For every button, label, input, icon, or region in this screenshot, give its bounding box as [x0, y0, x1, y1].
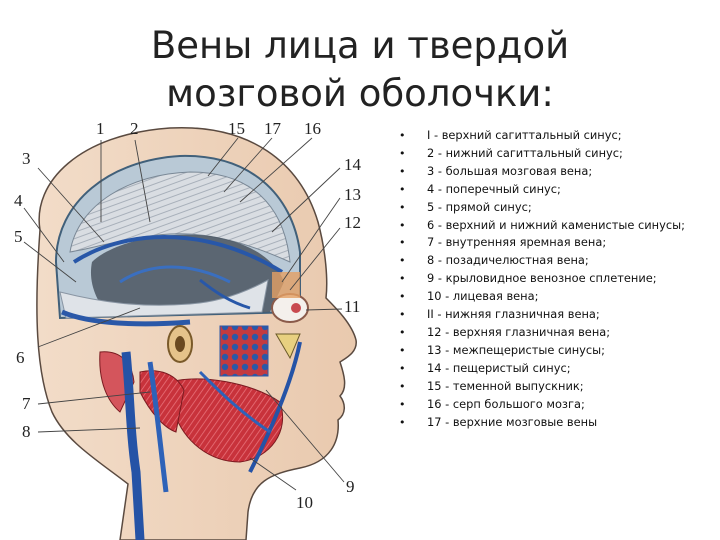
legend-text: 12 - верхняя глазничная вена; — [427, 324, 611, 339]
figure-label-7: 7 — [22, 394, 31, 413]
bullet-icon: • — [399, 308, 406, 322]
facial-vein — [248, 341, 302, 473]
head-cross-section-drawing: 1 2 3 4 5 6 7 8 9 10 11 12 13 14 15 16 1… — [14, 119, 362, 540]
figure-label-10: 10 — [296, 493, 313, 512]
legend-item: • 12 - верхняя глазничная вена; — [397, 324, 697, 342]
bullet-icon: • — [399, 397, 406, 411]
figure-label-15: 15 — [228, 119, 245, 138]
bullet-icon: • — [399, 218, 406, 232]
figure-label-5: 5 — [14, 227, 23, 246]
legend-text: 3 - большая мозговая вена; — [427, 163, 593, 178]
legend-item: • 14 - пещеристый синус; — [397, 360, 697, 378]
legend-item: • I - верхний сагиттальный синус; — [397, 127, 697, 145]
legend-item: • 15 - теменной выпускник; — [397, 378, 697, 396]
legend-item: • 13 - межпещеристые синусы; — [397, 342, 697, 360]
legend-item: • 9 - крыловидное венозное сплетение; — [397, 270, 697, 288]
legend-text: 7 - внутренняя яремная вена; — [427, 235, 607, 250]
legend-item: • 8 - позадичелюстная вена; — [397, 252, 697, 270]
legend-item: • 3 - большая мозговая вена; — [397, 163, 697, 181]
bullet-icon: • — [399, 272, 406, 286]
legend-text: 9 - крыловидное венозное сплетение; — [427, 271, 657, 286]
legend-list: • I - верхний сагиттальный синус; • 2 - ни… — [397, 127, 697, 431]
bullet-icon: • — [399, 325, 406, 339]
bullet-icon: • — [399, 254, 406, 268]
figure-number-labels: 1 2 3 4 5 6 7 8 9 10 11 12 13 14 15 16 1… — [14, 119, 362, 512]
figure-label-13: 13 — [344, 185, 361, 204]
leader-lines — [23, 137, 345, 491]
masseter-muscle — [169, 378, 284, 463]
figure-label-1: 1 — [96, 119, 105, 138]
retromandibular-vein — [147, 361, 169, 493]
legend-text: 2 - нижний сагиттальный синус; — [427, 145, 623, 160]
slide-title: Вены лица и твердой мозговой оболочки: — [150, 24, 570, 115]
bullet-icon: • — [399, 146, 406, 160]
bullet-icon: • — [399, 236, 406, 250]
legend-text: 4 - поперечный синус; — [427, 181, 561, 196]
legend-text: 8 - позадичелюстная вена; — [427, 253, 589, 268]
bullet-icon: • — [399, 182, 406, 196]
bullet-icon: • — [399, 290, 406, 304]
legend-text: 10 - лицевая вена; — [427, 289, 539, 304]
legend-text: 15 - теменной выпускник; — [427, 378, 584, 393]
figure-label-9: 9 — [346, 477, 355, 496]
legend-item: • 10 - лицевая вена; — [397, 288, 697, 306]
figure-label-8: 8 — [22, 422, 31, 441]
legend-text: 16 - серп большого мозга; — [427, 396, 585, 411]
legend-item: • 17 - верхние мозговые вены — [397, 414, 697, 432]
bullet-icon: • — [399, 343, 406, 357]
legend-text: I - верхний сагиттальный синус; — [427, 128, 622, 142]
figure-label-17: 17 — [264, 119, 282, 138]
legend-item: • 4 - поперечный синус; — [397, 181, 697, 199]
tentorium — [59, 279, 269, 319]
legend-text: II - нижняя глазничная вена; — [427, 307, 600, 322]
bullet-icon: • — [399, 200, 406, 214]
bullet-icon: • — [399, 415, 406, 429]
figure-label-14: 14 — [344, 155, 362, 174]
figure-label-11: 11 — [344, 297, 360, 316]
sinus-vessels — [72, 235, 284, 274]
legend-item: • 5 - прямой синус; — [397, 199, 697, 217]
figure-label-3: 3 — [22, 149, 31, 168]
figure-label-6: 6 — [16, 348, 25, 367]
legend-text: 6 - верхний и нижний каменистые синусы; — [427, 217, 685, 232]
legend-text: 14 - пещеристый синус; — [427, 360, 571, 375]
legend-item: • 16 - серп большого мозга; — [397, 396, 697, 414]
legend-text: 17 - верхние мозговые вены — [427, 414, 598, 429]
internal-jugular-vein — [121, 351, 145, 540]
bullet-icon: • — [399, 361, 406, 375]
legend-item: • 2 - нижний сагиттальный синус; — [397, 145, 697, 163]
bullet-icon: • — [399, 379, 406, 393]
figure-label-12: 12 — [344, 213, 361, 232]
legend-text: 5 - прямой синус; — [427, 199, 532, 214]
bullet-icon: • — [399, 164, 406, 178]
legend-item: • 7 - внутренняя яремная вена; — [397, 234, 697, 252]
figure-label-4: 4 — [14, 191, 23, 210]
figure-label-2: 2 — [130, 119, 139, 138]
eye — [271, 293, 309, 323]
legend-item: • 6 - верхний и нижний каменистые синусы… — [397, 217, 697, 235]
bullet-icon: • — [399, 129, 406, 142]
pterygoid-plexus — [219, 325, 269, 377]
anatomy-illustration: 1 2 3 4 5 6 7 8 9 10 11 12 13 14 15 16 1… — [0, 112, 380, 540]
legend-text: 13 - межпещеристые синусы; — [427, 342, 606, 357]
figure-label-16: 16 — [304, 119, 321, 138]
legend-item: • II - нижняя глазничная вена; — [397, 306, 697, 324]
